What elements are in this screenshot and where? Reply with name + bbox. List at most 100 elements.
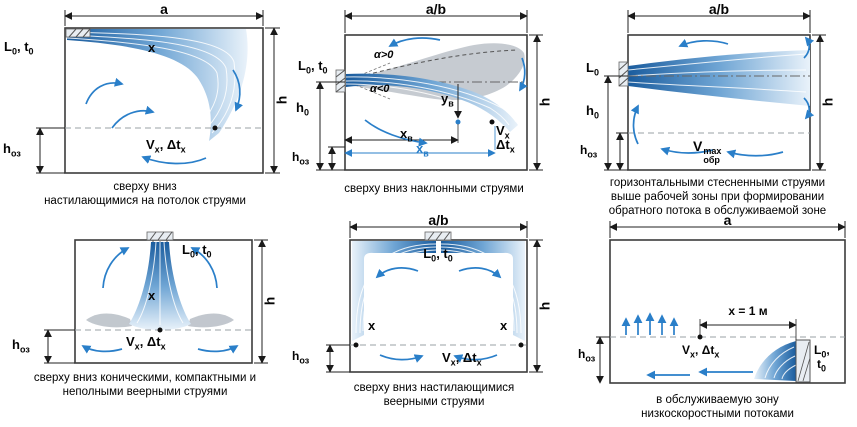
label-part: x	[714, 349, 720, 360]
label-part: h	[296, 100, 304, 115]
trajectory-point	[455, 119, 461, 125]
label-dimension-hoz: hоз	[12, 338, 30, 355]
label-vx-dtx: Vx, Δtx	[146, 138, 186, 155]
measurement-point	[157, 327, 163, 333]
panel-inclined-jets: a/b L0, t0 α>0 α<0 yв xв xв Vx Δtx h h0 …	[290, 0, 578, 213]
label-part: V	[146, 137, 155, 152]
panel-fan-ceiling-jets: a/b L0, t0 x x Vx, Δtx h hоз сверху вниз…	[290, 213, 578, 427]
label-supply-l0: L0	[586, 61, 599, 78]
ceiling-diffuser-icon	[424, 231, 452, 241]
caption-scheme-3: горизонтальными стесненными струями выше…	[608, 177, 827, 218]
dimension-hoz	[326, 344, 350, 373]
jet-flow	[628, 50, 810, 106]
dimension-h	[529, 34, 543, 171]
dimension-hoz	[616, 132, 628, 171]
label-part: h	[536, 301, 553, 311]
label-part: 0	[206, 249, 212, 260]
label-x-distance: x	[148, 41, 155, 54]
label-part: , t	[16, 39, 29, 54]
label-part: 0	[303, 107, 309, 118]
dimension-a	[64, 10, 264, 26]
label-vx-dtx: Vx, Δtx	[682, 344, 719, 359]
label-part: a/b	[425, 1, 447, 17]
label-part: α>0	[374, 49, 394, 61]
caption-scheme-4: сверху вниз коническими, компактными и н…	[33, 372, 257, 399]
label-dimension-a: a	[610, 213, 845, 227]
panel5-drawing	[326, 221, 543, 373]
circulation-arrows	[630, 36, 815, 159]
label-supply-t0: t0	[817, 358, 826, 373]
label-part: 0	[28, 46, 34, 57]
label-dimension-ab: a/b	[628, 2, 810, 16]
label-part: оз	[299, 156, 310, 167]
label-part: t	[817, 357, 821, 371]
label-supply-l0-t0: L0, t0	[182, 243, 212, 260]
label-alpha-positive: α>0	[374, 50, 393, 61]
label-part: h	[12, 337, 20, 352]
panel3-drawing	[604, 10, 826, 171]
jet-streamlines	[345, 76, 517, 126]
label-part: , Δt	[455, 350, 477, 365]
label-part: h	[292, 349, 300, 363]
label-part: x	[368, 318, 376, 333]
measurement-point	[212, 125, 218, 131]
label-part: L	[182, 242, 190, 257]
label-part: 0	[322, 65, 328, 76]
label-part: h	[536, 97, 553, 107]
label-part: V	[496, 123, 505, 138]
label-supply-l0-t0: L0, t0	[394, 247, 482, 264]
label-part: оз	[19, 344, 30, 355]
label-dimension-hoz: hоз	[292, 151, 309, 166]
dimension-h	[812, 34, 826, 171]
dimension-x1m	[699, 319, 797, 340]
label-part: V	[693, 138, 703, 154]
label-part: h	[819, 97, 836, 107]
panel4-drawing	[44, 231, 268, 364]
label-part: в	[407, 133, 413, 144]
label-part: L	[423, 246, 432, 261]
label-part: оз	[587, 149, 598, 160]
dimension-h0	[604, 75, 628, 171]
label-part: оз	[299, 355, 310, 366]
dimension-ab	[349, 221, 528, 238]
label-vx: Vx	[496, 124, 510, 141]
label-part: x	[690, 349, 696, 360]
label-yv: yв	[441, 92, 454, 109]
jet-flow	[67, 29, 248, 141]
label-part: L	[4, 39, 12, 54]
upward-flow-arrows	[621, 312, 679, 335]
label-part: в	[448, 98, 454, 109]
label-part: обр	[703, 155, 720, 165]
label-part: α<0	[370, 83, 390, 95]
label-part: Δt	[496, 137, 510, 152]
jet-streamlines	[764, 346, 797, 380]
label-dimension-hoz: hоз	[580, 144, 597, 159]
panel-ceiling-attached-jets: a L0, t0 x Vx, Δtx h hоз сверху вниз нас…	[0, 0, 290, 213]
caption-scheme-1: сверху вниз настилающимися на потолок ст…	[44, 181, 246, 208]
label-part: , Δt	[159, 137, 181, 152]
label-part: V	[682, 343, 691, 357]
label-part: V	[126, 334, 135, 349]
label-xv-black: xв	[400, 127, 413, 144]
jet-streamlines	[66, 31, 236, 134]
label-supply-l0: L0,	[814, 344, 830, 359]
dimension-h	[529, 239, 543, 373]
label-part: , t	[436, 246, 448, 261]
label-part: x	[416, 141, 424, 156]
label-part: L	[814, 343, 822, 357]
dimension-ab	[627, 10, 811, 33]
label-part: 0	[447, 253, 453, 264]
circulation-arrows	[85, 69, 243, 165]
label-dimension-h: h	[536, 97, 553, 107]
label-xv-blue: xв	[416, 142, 429, 159]
label-dimension-hoz: hоз	[292, 350, 309, 365]
label-part: 0	[821, 349, 827, 360]
label-part: h	[273, 95, 290, 105]
label-part: h	[578, 347, 586, 361]
label-part: x	[148, 288, 156, 303]
caption-scheme-2: сверху вниз наклонными струями	[344, 183, 524, 195]
label-part: x	[509, 144, 515, 155]
measurement-point-left	[353, 342, 359, 348]
label-part: оз	[585, 353, 596, 364]
